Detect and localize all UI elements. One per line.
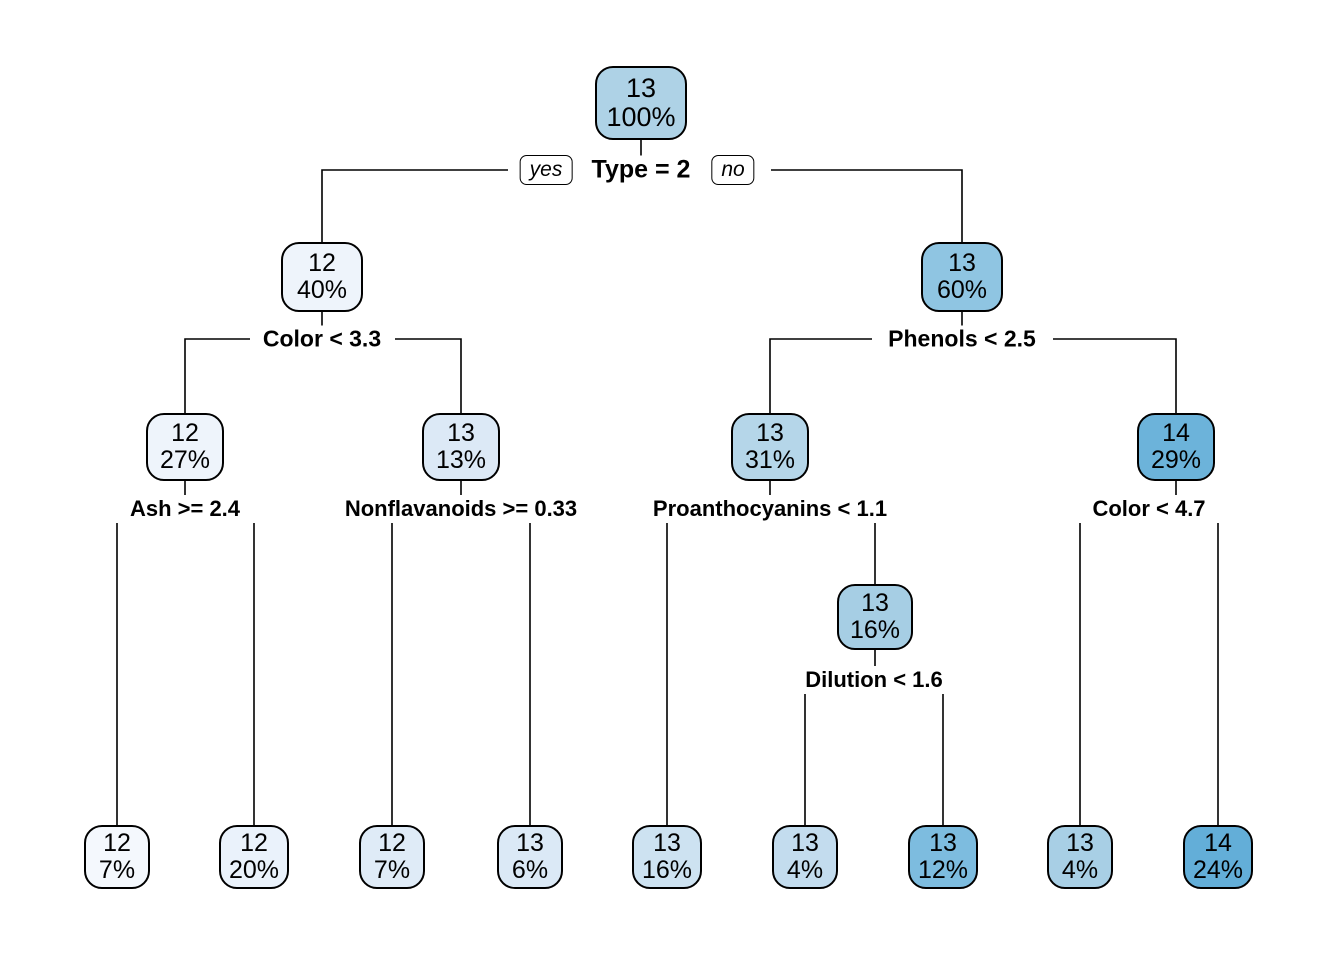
split-condition-label: Ash >= 2.4 [126,496,244,522]
yes-box: yes [519,155,573,185]
split-condition-label: Nonflavanoids >= 0.33 [341,496,581,522]
node-class-label: 13 [653,829,681,857]
node-class-label: 13 [447,419,475,447]
tree-edge [116,481,186,825]
node-percent-label: 20% [228,856,280,884]
tree-edge [1053,338,1177,413]
split-condition-label: Type = 2 [588,155,694,185]
node-class-label: 12 [378,829,406,857]
node-percent-label: 27% [159,446,211,474]
tree-edge [771,169,963,242]
node-percent-label: 13% [435,446,487,474]
node-class-label: 13 [625,72,657,103]
node-class-label: 14 [1204,829,1232,857]
node-class-label: 13 [948,249,976,277]
node-class-label: 13 [929,829,957,857]
node-percent-label: 31% [744,446,796,474]
node-class-label: 12 [171,419,199,447]
node-percent-label: 16% [641,856,693,884]
node-class-label: 13 [756,419,784,447]
node-class-label: 13 [516,829,544,857]
node-percent-label: 4% [1061,856,1099,884]
node-class-label: 12 [103,829,131,857]
tree-edge [395,338,462,413]
node-percent-label: 4% [786,856,824,884]
node-class-label: 12 [308,249,336,277]
node-percent-label: 6% [511,856,549,884]
node-percent-label: 7% [373,856,411,884]
tree-edge [666,481,771,825]
node-percent-label: 7% [98,856,136,884]
node-percent-label: 24% [1192,856,1244,884]
node-class-label: 12 [240,829,268,857]
node-percent-label: 29% [1150,446,1202,474]
no-box: no [711,155,755,185]
node-percent-label: 16% [849,616,901,644]
node-class-label: 13 [861,589,889,617]
split-condition-label: Color < 3.3 [259,325,385,353]
split-condition-label: Dilution < 1.6 [802,667,946,693]
node-percent-label: 60% [936,276,988,304]
node-class-label: 14 [1162,419,1190,447]
node-class-label: 13 [1066,829,1094,857]
node-percent-label: 100% [606,102,676,132]
split-condition-label: Proanthocyanins < 1.1 [649,496,891,522]
node-class-label: 13 [791,829,819,857]
node-percent-label: 12% [917,856,969,884]
tree-edge [1079,481,1177,825]
split-condition-label: Color < 4.7 [1089,496,1209,522]
node-percent-label: 40% [296,276,348,304]
split-condition-label: Phenols < 2.5 [885,325,1039,353]
tree-edge [391,481,462,825]
